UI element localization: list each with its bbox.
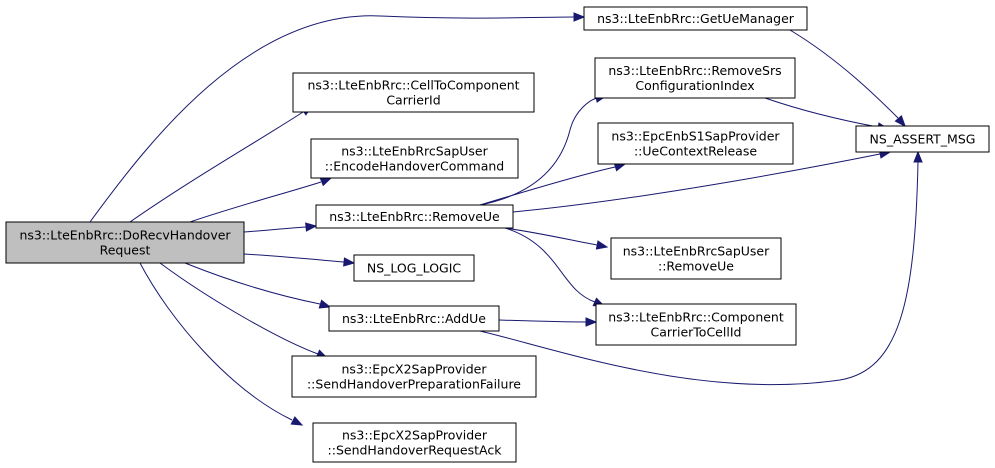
edge-line [504, 227, 596, 303]
arrowhead-icon [573, 12, 586, 22]
edge-root-to-encodehandover [189, 177, 333, 223]
node-label: ns3::LteEnbRrc::RemoveUe [329, 209, 500, 224]
node-label: ::SendHandoverPreparationFailure [307, 377, 521, 392]
edge-line [243, 253, 345, 263]
node-label: ns3::LteEnbRrcSapUser [623, 244, 770, 259]
node-label: ns3::LteEnbRrc::DoRecvHandover [19, 228, 231, 243]
node-box[interactable] [292, 72, 535, 113]
node-box[interactable] [312, 422, 517, 463]
edge-root-to-celltocc [129, 105, 314, 223]
edge-line [479, 161, 919, 386]
node-label: CarrierToCellId [651, 325, 742, 340]
node-box[interactable] [610, 237, 782, 280]
node-uecontextrelease[interactable]: ns3::EpcEnbS1SapProvider::UeContextRelea… [597, 122, 794, 165]
edge-root-to-removeue [243, 222, 318, 233]
node-addue[interactable]: ns3::LteEnbRrc::AddUe [328, 305, 500, 332]
node-label: ns3::LteEnbRrcSapUser [341, 144, 488, 159]
edge-removeue-to-cctocellid [504, 227, 606, 307]
edge-line [184, 262, 321, 305]
edge-line [764, 97, 879, 128]
edge-line [129, 111, 304, 223]
node-label: ns3::EpcX2SapProvider [342, 428, 488, 443]
edge-root-to-sendfail [159, 262, 329, 359]
node-label: ns3::LteEnbRrc::GetUeManager [597, 11, 795, 26]
node-label: ::UeContextRelease [634, 144, 757, 159]
edge-line [159, 262, 319, 355]
node-box[interactable] [310, 138, 519, 179]
node-encodehandover[interactable]: ns3::LteEnbRrcSapUser::EncodeHandoverCom… [310, 138, 519, 179]
node-label: Request [100, 243, 151, 258]
node-box[interactable] [315, 204, 514, 229]
arrowhead-icon [305, 222, 318, 232]
node-getuemanager[interactable]: ns3::LteEnbRrc::GetUeManager [583, 6, 808, 31]
node-box[interactable] [291, 355, 537, 398]
edge-root-to-nslog [243, 253, 356, 267]
edge-line [789, 29, 899, 119]
edge-line [498, 319, 587, 323]
node-label: ns3::EpcX2SapProvider [341, 362, 487, 377]
edge-line [243, 226, 307, 233]
arrowhead-icon [318, 299, 332, 309]
node-removeue[interactable]: ns3::LteEnbRrc::RemoveUe [315, 204, 514, 229]
node-sendfail[interactable]: ns3::EpcX2SapProvider::SendHandoverPrepa… [291, 355, 537, 398]
node-box[interactable] [597, 122, 794, 165]
node-box[interactable] [583, 6, 808, 31]
node-label: CarrierId [386, 93, 440, 108]
edge-line [189, 181, 322, 223]
edge-addue-to-assert [479, 150, 923, 386]
edge-getuemanager-to-assert [789, 29, 906, 128]
node-box[interactable] [328, 305, 500, 332]
node-assert[interactable]: NS_ASSERT_MSG [855, 125, 990, 153]
edge-line [479, 166, 616, 206]
node-label: ns3::LteEnbRrc::Component [608, 310, 784, 325]
edge-line [504, 227, 598, 246]
nodes-layer: ns3::LteEnbRrc::DoRecvHandoverRequestns3… [5, 6, 990, 463]
edge-line [139, 262, 293, 421]
arrowhead-icon [319, 177, 333, 187]
node-removesrs[interactable]: ns3::LteEnbRrc::RemoveSrsConfigurationIn… [594, 57, 796, 99]
node-box[interactable] [595, 303, 797, 346]
node-label: NS_ASSERT_MSG [870, 132, 976, 147]
edge-root-to-getuemanager [89, 12, 586, 223]
edge-root-to-addue [184, 262, 332, 309]
arrowhead-icon [913, 150, 923, 163]
node-sapremoveue[interactable]: ns3::LteEnbRrcSapUser::RemoveUe [610, 237, 782, 280]
node-label: ns3::LteEnbRrc::RemoveSrs [608, 63, 781, 78]
edge-line [89, 15, 575, 223]
node-label: ns3::LteEnbRrc::CellToComponent [307, 78, 519, 93]
node-box[interactable] [353, 254, 475, 282]
arrowhead-icon [595, 240, 609, 250]
edge-removeue-to-sapremoveue [504, 227, 609, 250]
arrowhead-icon [894, 114, 906, 128]
edge-root-to-sendack [139, 262, 304, 426]
edge-addue-to-cctocellid [498, 317, 598, 327]
node-nslog[interactable]: NS_LOG_LOGIC [353, 254, 475, 282]
node-label: ::SendHandoverRequestAck [328, 443, 503, 458]
arrowhead-icon [290, 416, 304, 426]
node-sendack[interactable]: ns3::EpcX2SapProvider::SendHandoverReque… [312, 422, 517, 463]
node-label: ::RemoveUe [658, 259, 734, 274]
node-label: ns3::LteEnbRrc::AddUe [342, 311, 486, 326]
node-label: NS_LOG_LOGIC [367, 261, 462, 276]
node-label: ConfigurationIndex [635, 78, 754, 93]
arrowhead-icon [585, 317, 598, 327]
node-box[interactable] [855, 125, 990, 153]
edge-line [512, 153, 881, 213]
node-label: ::EncodeHandoverCommand [325, 159, 504, 174]
node-box[interactable] [5, 221, 245, 264]
node-box[interactable] [594, 57, 796, 99]
node-label: ns3::EpcEnbS1SapProvider [611, 129, 780, 144]
arrowhead-icon [343, 257, 356, 267]
